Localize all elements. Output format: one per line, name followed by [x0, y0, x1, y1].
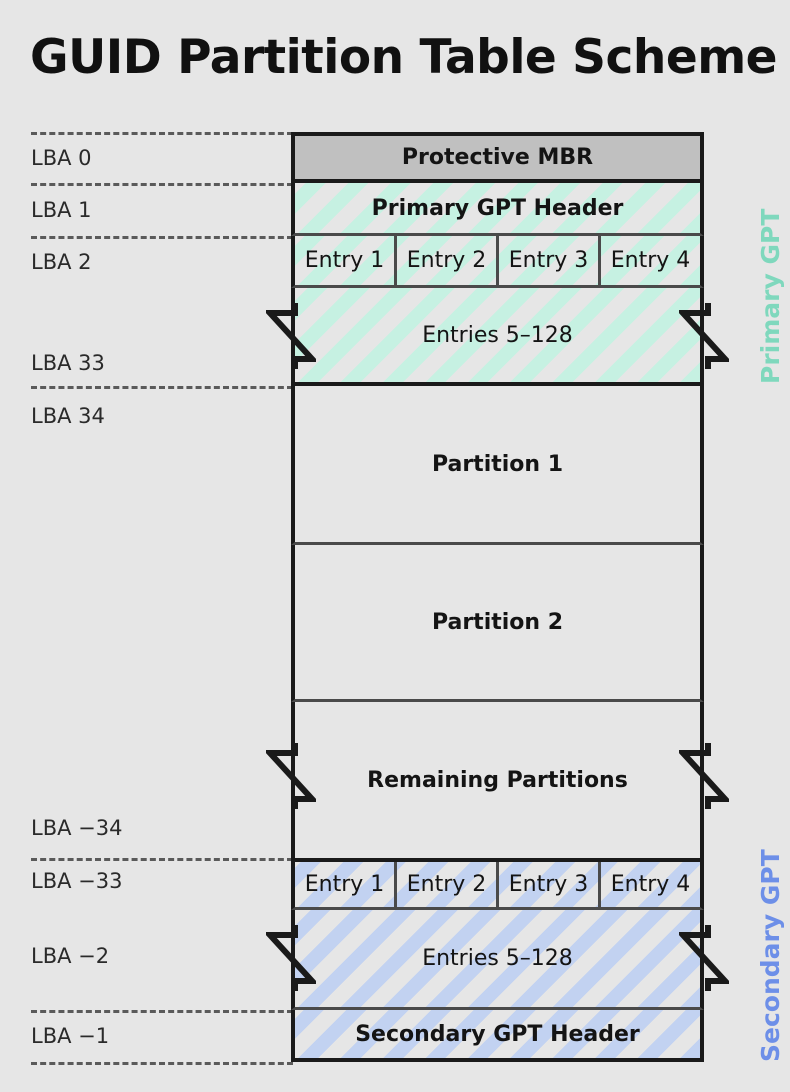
row-primary-entries-5-128: Entries 5–128: [291, 288, 704, 386]
row-primary-gpt-header-label: Primary GPT Header: [371, 195, 624, 221]
lba-label-34: LBA 34: [31, 404, 105, 428]
primary-entry-label-4: Entry 4: [610, 248, 691, 273]
primary-entry-cell-2: Entry 2: [397, 236, 499, 285]
page-title: GUID Partition Table Scheme: [30, 30, 778, 85]
dashed-leader-lba-0-top: [31, 132, 293, 135]
primary-entry-cell-4: Entry 4: [601, 236, 700, 285]
row-secondary-gpt-header: Secondary GPT Header: [291, 1010, 704, 1062]
lba-label-n34: LBA −34: [31, 816, 123, 840]
lba-label-0: LBA 0: [31, 146, 92, 170]
primary-entry-label-1: Entry 1: [304, 248, 385, 273]
secondary-entry-cell-3: Entry 3: [499, 862, 601, 907]
row-partition-1: Partition 1: [291, 386, 704, 545]
row-primary-entries-1-4: Entry 1 Entry 2 Entry 3 Entry 4: [291, 236, 704, 288]
row-partition-2-label: Partition 2: [431, 609, 564, 635]
secondary-entry-label-3: Entry 3: [508, 872, 589, 897]
secondary-entry-cell-4: Entry 4: [601, 862, 700, 907]
secondary-entry-cell-1: Entry 1: [295, 862, 397, 907]
lba-label-2: LBA 2: [31, 250, 92, 274]
row-partition-1-label: Partition 1: [431, 451, 564, 477]
primary-entry-cell-1: Entry 1: [295, 236, 397, 285]
dashed-leader-lba-n33-top: [31, 858, 293, 861]
side-label-secondary-gpt: Secondary GPT: [756, 849, 785, 1062]
row-partition-2: Partition 2: [291, 545, 704, 702]
lba-label-1: LBA 1: [31, 198, 92, 222]
dashed-leader-lba-n1-top: [31, 1010, 293, 1013]
row-protective-mbr-label: Protective MBR: [401, 145, 594, 170]
dashed-leader-lba-n1-bottom: [31, 1062, 293, 1065]
row-secondary-entries-5-128: Entries 5–128: [291, 910, 704, 1010]
lba-label-33: LBA 33: [31, 351, 105, 375]
row-primary-entries-5-128-label: Entries 5–128: [422, 322, 573, 348]
primary-entry-cell-3: Entry 3: [499, 236, 601, 285]
dashed-leader-lba-1-top: [31, 183, 293, 186]
secondary-entry-label-1: Entry 1: [304, 872, 385, 897]
row-primary-gpt-header: Primary GPT Header: [291, 183, 704, 236]
lba-label-n2: LBA −2: [31, 944, 110, 968]
secondary-entry-label-4: Entry 4: [610, 872, 691, 897]
secondary-entry-cell-2: Entry 2: [397, 862, 499, 907]
row-secondary-entries-1-4: Entry 1 Entry 2 Entry 3 Entry 4: [291, 858, 704, 910]
row-protective-mbr: Protective MBR: [291, 132, 704, 183]
side-label-primary-gpt: Primary GPT: [756, 208, 785, 384]
primary-entry-label-3: Entry 3: [508, 248, 589, 273]
lba-label-n1: LBA −1: [31, 1024, 110, 1048]
dashed-leader-lba-34-top: [31, 386, 293, 389]
lba-label-n33: LBA −33: [31, 869, 123, 893]
row-remaining-partitions-label: Remaining Partitions: [367, 767, 628, 793]
primary-entry-label-2: Entry 2: [406, 248, 487, 273]
row-secondary-gpt-header-label: Secondary GPT Header: [355, 1021, 640, 1047]
secondary-entry-label-2: Entry 2: [406, 872, 487, 897]
dashed-leader-lba-2-top: [31, 236, 293, 239]
row-remaining-partitions: Remaining Partitions: [291, 702, 704, 858]
row-secondary-entries-5-128-label: Entries 5–128: [422, 946, 573, 971]
